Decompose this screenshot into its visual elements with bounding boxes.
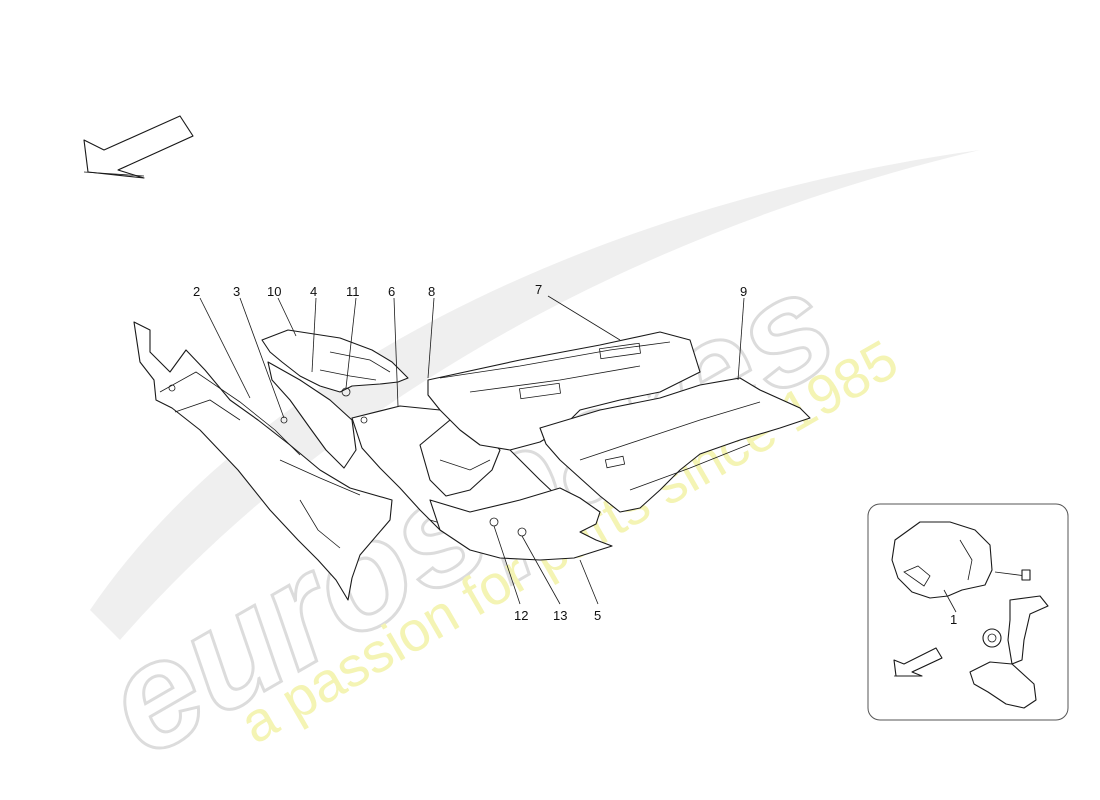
callout-9: 9 (740, 284, 747, 299)
callout-4: 4 (310, 284, 317, 299)
part-left-bulkhead (133, 321, 393, 601)
callout-3: 3 (233, 284, 240, 299)
callout-11: 11 (346, 284, 360, 299)
inset-arrow-down-left-icon (893, 647, 943, 677)
arrow-down-left-icon (83, 115, 194, 179)
leader-lines (199, 295, 745, 605)
inset-pedal-pad (969, 661, 1037, 709)
callout-7: 7 (535, 282, 542, 297)
callout-labels: 2 3 10 4 11 6 8 7 9 12 13 5 (193, 282, 747, 623)
callout-2: 2 (193, 284, 200, 299)
part-main-floor (427, 331, 701, 451)
callout-12: 12 (514, 608, 528, 623)
inset-detail: 1 (867, 503, 1069, 721)
inset-pedal-arm (1007, 595, 1049, 665)
callout-8: 8 (428, 284, 435, 299)
callout-13: 13 (553, 608, 567, 623)
inset-pedal-insulation (891, 521, 993, 599)
part-upper-tunnel (261, 329, 409, 469)
callout-10: 10 (267, 284, 281, 299)
part-rear-floor (539, 377, 811, 513)
callout-1: 1 (950, 612, 957, 627)
callout-5: 5 (594, 608, 601, 623)
callout-6: 6 (388, 284, 395, 299)
